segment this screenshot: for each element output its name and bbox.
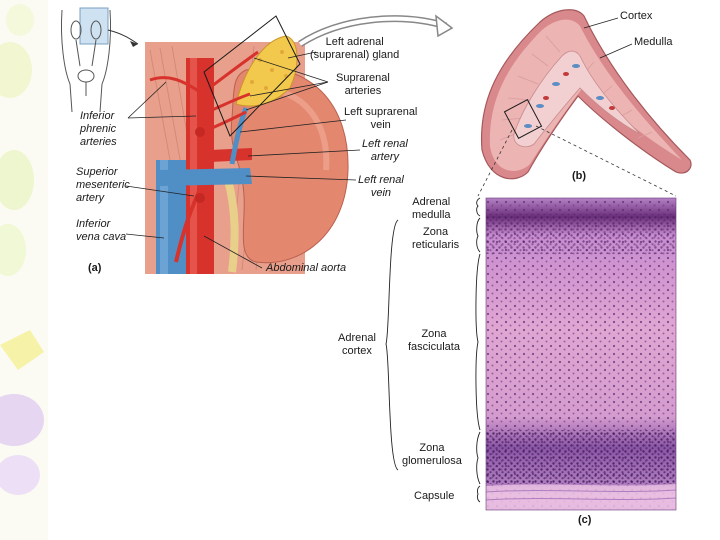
panel-c-tag: (c) — [578, 514, 592, 526]
suprarenal-artery — [211, 92, 251, 112]
label-line: Zona — [423, 226, 449, 238]
label-zona-fasciculata: Zona fasciculata — [408, 328, 460, 354]
label-suprarenal-arteries: Suprarenal arteries — [336, 72, 390, 98]
label-line: Superior — [76, 166, 118, 178]
capsule-band — [486, 484, 676, 510]
left-renal-vein — [160, 168, 252, 186]
zoom-box-section — [503, 98, 543, 140]
bracket-zona-glomerulosa — [476, 431, 481, 485]
ureter — [224, 178, 239, 273]
label-line: artery — [76, 192, 105, 204]
label-line: artery — [370, 151, 399, 163]
inferior-phrenic-artery — [149, 76, 201, 94]
bracket-capsule — [476, 485, 481, 503]
label-line: Adrenal — [412, 196, 451, 208]
label-line: Suprarenal — [336, 72, 390, 84]
label-line: reticularis — [412, 239, 460, 251]
label-line: Inferior — [80, 110, 115, 122]
label-left-adrenal-gland: Left adrenal (suprarenal) gland — [310, 36, 399, 62]
label-inferior-vena-cava: Inferior vena cava — [76, 218, 126, 244]
zona-reticularis-band — [486, 214, 676, 254]
label-line: Zona — [419, 442, 445, 454]
label-line: mesenteric — [76, 179, 130, 191]
label-line: glomerulosa — [402, 455, 462, 467]
label-line: Left suprarenal — [344, 106, 418, 118]
label-line: Adrenal — [338, 332, 376, 344]
label-zona-glomerulosa: Zona glomerulosa — [402, 442, 462, 468]
gland-medulla — [513, 50, 641, 148]
bracket-adrenal-cortex — [385, 219, 399, 471]
label-line: Left renal — [358, 174, 404, 186]
bracket-adrenal-medulla — [476, 197, 481, 217]
label-line: vena cava — [76, 231, 127, 243]
label-line: vein — [370, 187, 392, 199]
label-line: Inferior — [76, 218, 111, 230]
label-capsule: Capsule — [414, 490, 455, 502]
label-line: fasciculata — [408, 341, 460, 353]
zoom-box-gland — [203, 15, 301, 137]
label-zona-reticularis: Zona reticularis — [412, 226, 459, 252]
bracket-zona-fasciculata — [475, 253, 481, 431]
inset-pointer-arrow — [107, 29, 139, 45]
label-line: phrenic — [80, 123, 117, 135]
label-abdominal-aorta: Abdominal aorta — [266, 262, 347, 274]
label-cortex: Cortex — [620, 10, 653, 22]
panel-a-tag: (a) — [88, 262, 102, 274]
label-line: arteries — [80, 136, 117, 148]
label-line: arteries — [344, 85, 382, 97]
label-superior-mesenteric-artery: Superior mesenteric artery — [76, 166, 130, 205]
left-renal-artery — [210, 148, 252, 162]
label-left-renal-vein: Left renal vein — [358, 174, 404, 200]
panel-b-tag: (b) — [572, 170, 587, 182]
label-adrenal-medulla: Adrenal medulla — [412, 196, 451, 222]
label-line: cortex — [341, 345, 372, 357]
label-line: vein — [370, 119, 391, 131]
left-border-decoration — [0, 0, 48, 540]
label-left-renal-artery: Left renal artery — [362, 138, 408, 164]
label-line: Zona — [421, 328, 447, 340]
label-inferior-phrenic-arteries: Inferior phrenic arteries — [80, 110, 117, 149]
zona-glomerulosa-band — [486, 430, 676, 484]
bracket-zona-reticularis — [476, 217, 481, 253]
label-medulla: Medulla — [634, 36, 673, 48]
body-location-inset — [61, 7, 111, 113]
label-line: medulla — [412, 209, 451, 221]
label-adrenal-cortex: Adrenal cortex — [338, 332, 376, 358]
label-line: Left adrenal — [325, 36, 384, 48]
label-line: Left renal — [362, 138, 408, 150]
label-left-suprarenal-vein: Left suprarenal vein — [344, 106, 417, 132]
label-line: (suprarenal) gland — [310, 49, 400, 61]
